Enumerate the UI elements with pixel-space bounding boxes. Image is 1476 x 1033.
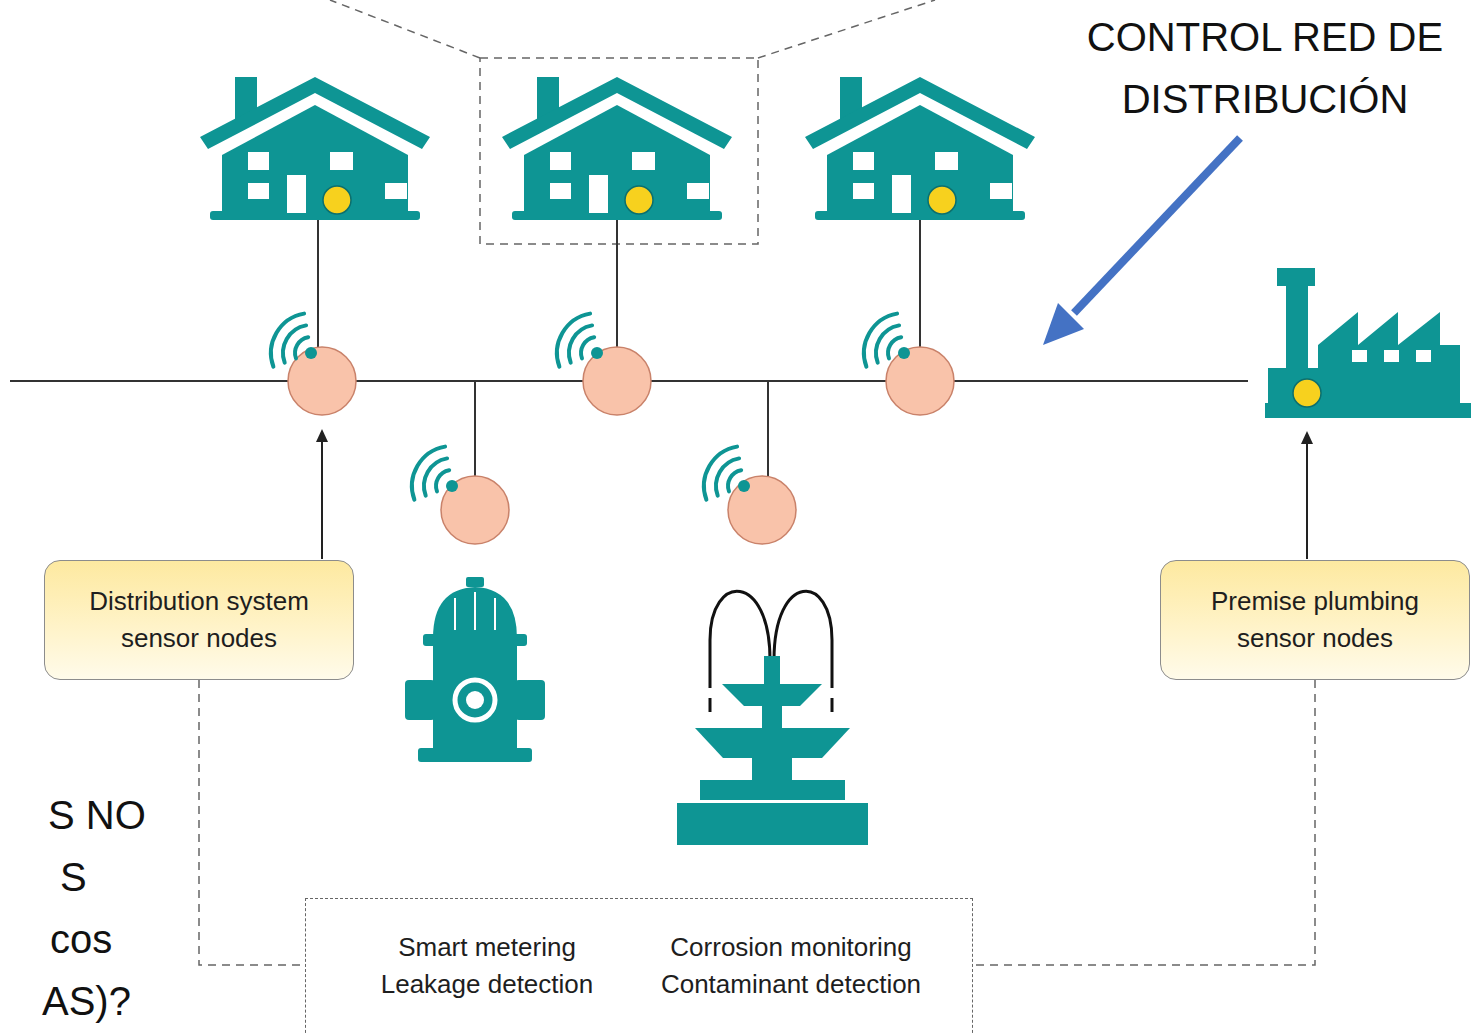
blue-pointer-arrow-part [1074,138,1240,313]
fountain-part-part [709,698,712,712]
blue-pointer-arrow [1043,138,1240,345]
fountain-part [710,591,832,712]
blue-pointer-arrow-part [1043,303,1084,345]
fountain-part-part [752,756,792,782]
fire-hydrant-part [423,634,527,646]
cut-off-text: cos [50,915,112,963]
node-text: Distribution system sensor nodes [69,583,329,657]
function-box: Smart metering Leakage detection Corrosio… [305,898,973,1033]
node-text: Corrosion monitoring Contaminant detecti… [656,929,926,1003]
fire-hydrant-part [433,646,517,750]
fire-hydrant-part-part [454,598,456,630]
wireless-signals-part [704,447,750,500]
dashed-connector [199,680,305,965]
pipe-network-part [919,220,921,348]
cut-off-text: S NO [48,791,146,839]
fire-hydrant-part [455,680,495,720]
wireless-signals-part [557,314,603,367]
fountain-part [677,656,868,845]
fire-hydrant-part [405,680,435,720]
cut-off-text: AS)? [42,977,131,1025]
wireless-signals-part [864,314,910,367]
sensor-group-box: Premise plumbing sensor nodes [1160,560,1470,680]
fire-hydrant-part-part [474,592,476,630]
fire-hydrant-part [455,592,495,630]
fountain-part-part [774,591,832,688]
wireless-signals [271,314,910,500]
fire-hydrant-part [466,577,484,587]
fire-hydrant-part [515,680,545,720]
pipe-network [10,220,1248,478]
house-icons-part [805,77,1035,220]
fountain-part-part [695,728,850,758]
zoom-frame-part [330,0,480,58]
fire-hydrant-part-part [494,598,496,630]
fountain-part-part [710,591,770,688]
sensor-nodes [288,347,954,544]
pointer-arrows-part [316,429,328,442]
zoom-frame-part [480,58,758,244]
treatment-plant-part [1277,268,1315,286]
cut-off-text: S [60,853,87,901]
fire-hydrant-part [466,691,484,709]
treatment-plant [1265,268,1471,418]
fountain-part-part [831,698,834,712]
dashed-connector [973,680,1315,965]
fountain-part-part [764,656,780,686]
wireless-signals-part [271,314,317,367]
fountain-part-part [677,803,868,845]
pipe-network-part [474,381,476,478]
fountain-part-part [700,780,845,800]
pointer-arrows-part [1301,431,1313,444]
treatment-plant-part [1384,350,1399,362]
sensor-group-box: Distribution system sensor nodes [44,560,354,680]
house-icons [200,77,1035,220]
treatment-plant-part [1293,379,1321,407]
pipe-network-part [767,381,769,478]
house-icons-part [200,77,430,220]
pointer-arrows-part [1306,442,1308,559]
fountain [677,591,868,845]
pointer-arrows-part [321,440,323,559]
treatment-plant-part [1416,350,1431,362]
treatment-plant-part [1268,368,1324,406]
node-text: Smart metering Leakage detection [352,929,622,1003]
node-text: Premise plumbing sensor nodes [1185,583,1445,657]
sensor-nodes-part [886,347,954,415]
treatment-plant-part [1265,403,1471,418]
fire-hydrant [405,577,545,762]
sensor-nodes-part [288,347,356,415]
fountain-part-part [762,704,782,732]
house-icons-part [502,77,732,220]
treatment-plant-part [1352,350,1367,362]
zoom-frame-part [758,0,935,58]
pointer-arrows [316,429,1313,559]
fountain-part-part [722,684,822,706]
wireless-signals-part [412,447,458,500]
pipe-network-part [317,220,319,348]
fire-hydrant-part [433,587,517,638]
treatment-plant-part [1318,312,1460,405]
section-heading: CONTROL RED DE DISTRIBUCIÓN [1060,6,1470,130]
fire-hydrant-part [418,748,532,762]
pipe-network-part [616,220,618,348]
